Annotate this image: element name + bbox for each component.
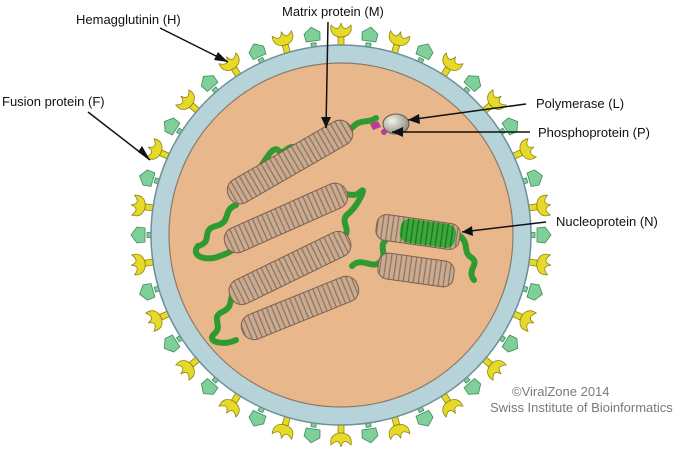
- credit-line-1: ©ViralZone 2014: [512, 384, 610, 399]
- polymerase-label: Polymerase (L): [536, 96, 624, 111]
- nucleoprotein-label: Nucleoprotein (N): [556, 214, 658, 229]
- arrowhead: [214, 52, 228, 62]
- arrowhead: [138, 146, 150, 160]
- credit-line-2: Swiss Institute of Bioinformatics: [490, 400, 673, 415]
- phosphoprotein-mark: [381, 129, 387, 135]
- phosphoprotein-label: Phosphoprotein (P): [538, 125, 650, 140]
- fusion-protein-label: Fusion protein (F): [2, 94, 105, 109]
- matrix-protein-label: Matrix protein (M): [282, 4, 384, 19]
- hemagglutinin-label: Hemagglutinin (H): [76, 12, 181, 27]
